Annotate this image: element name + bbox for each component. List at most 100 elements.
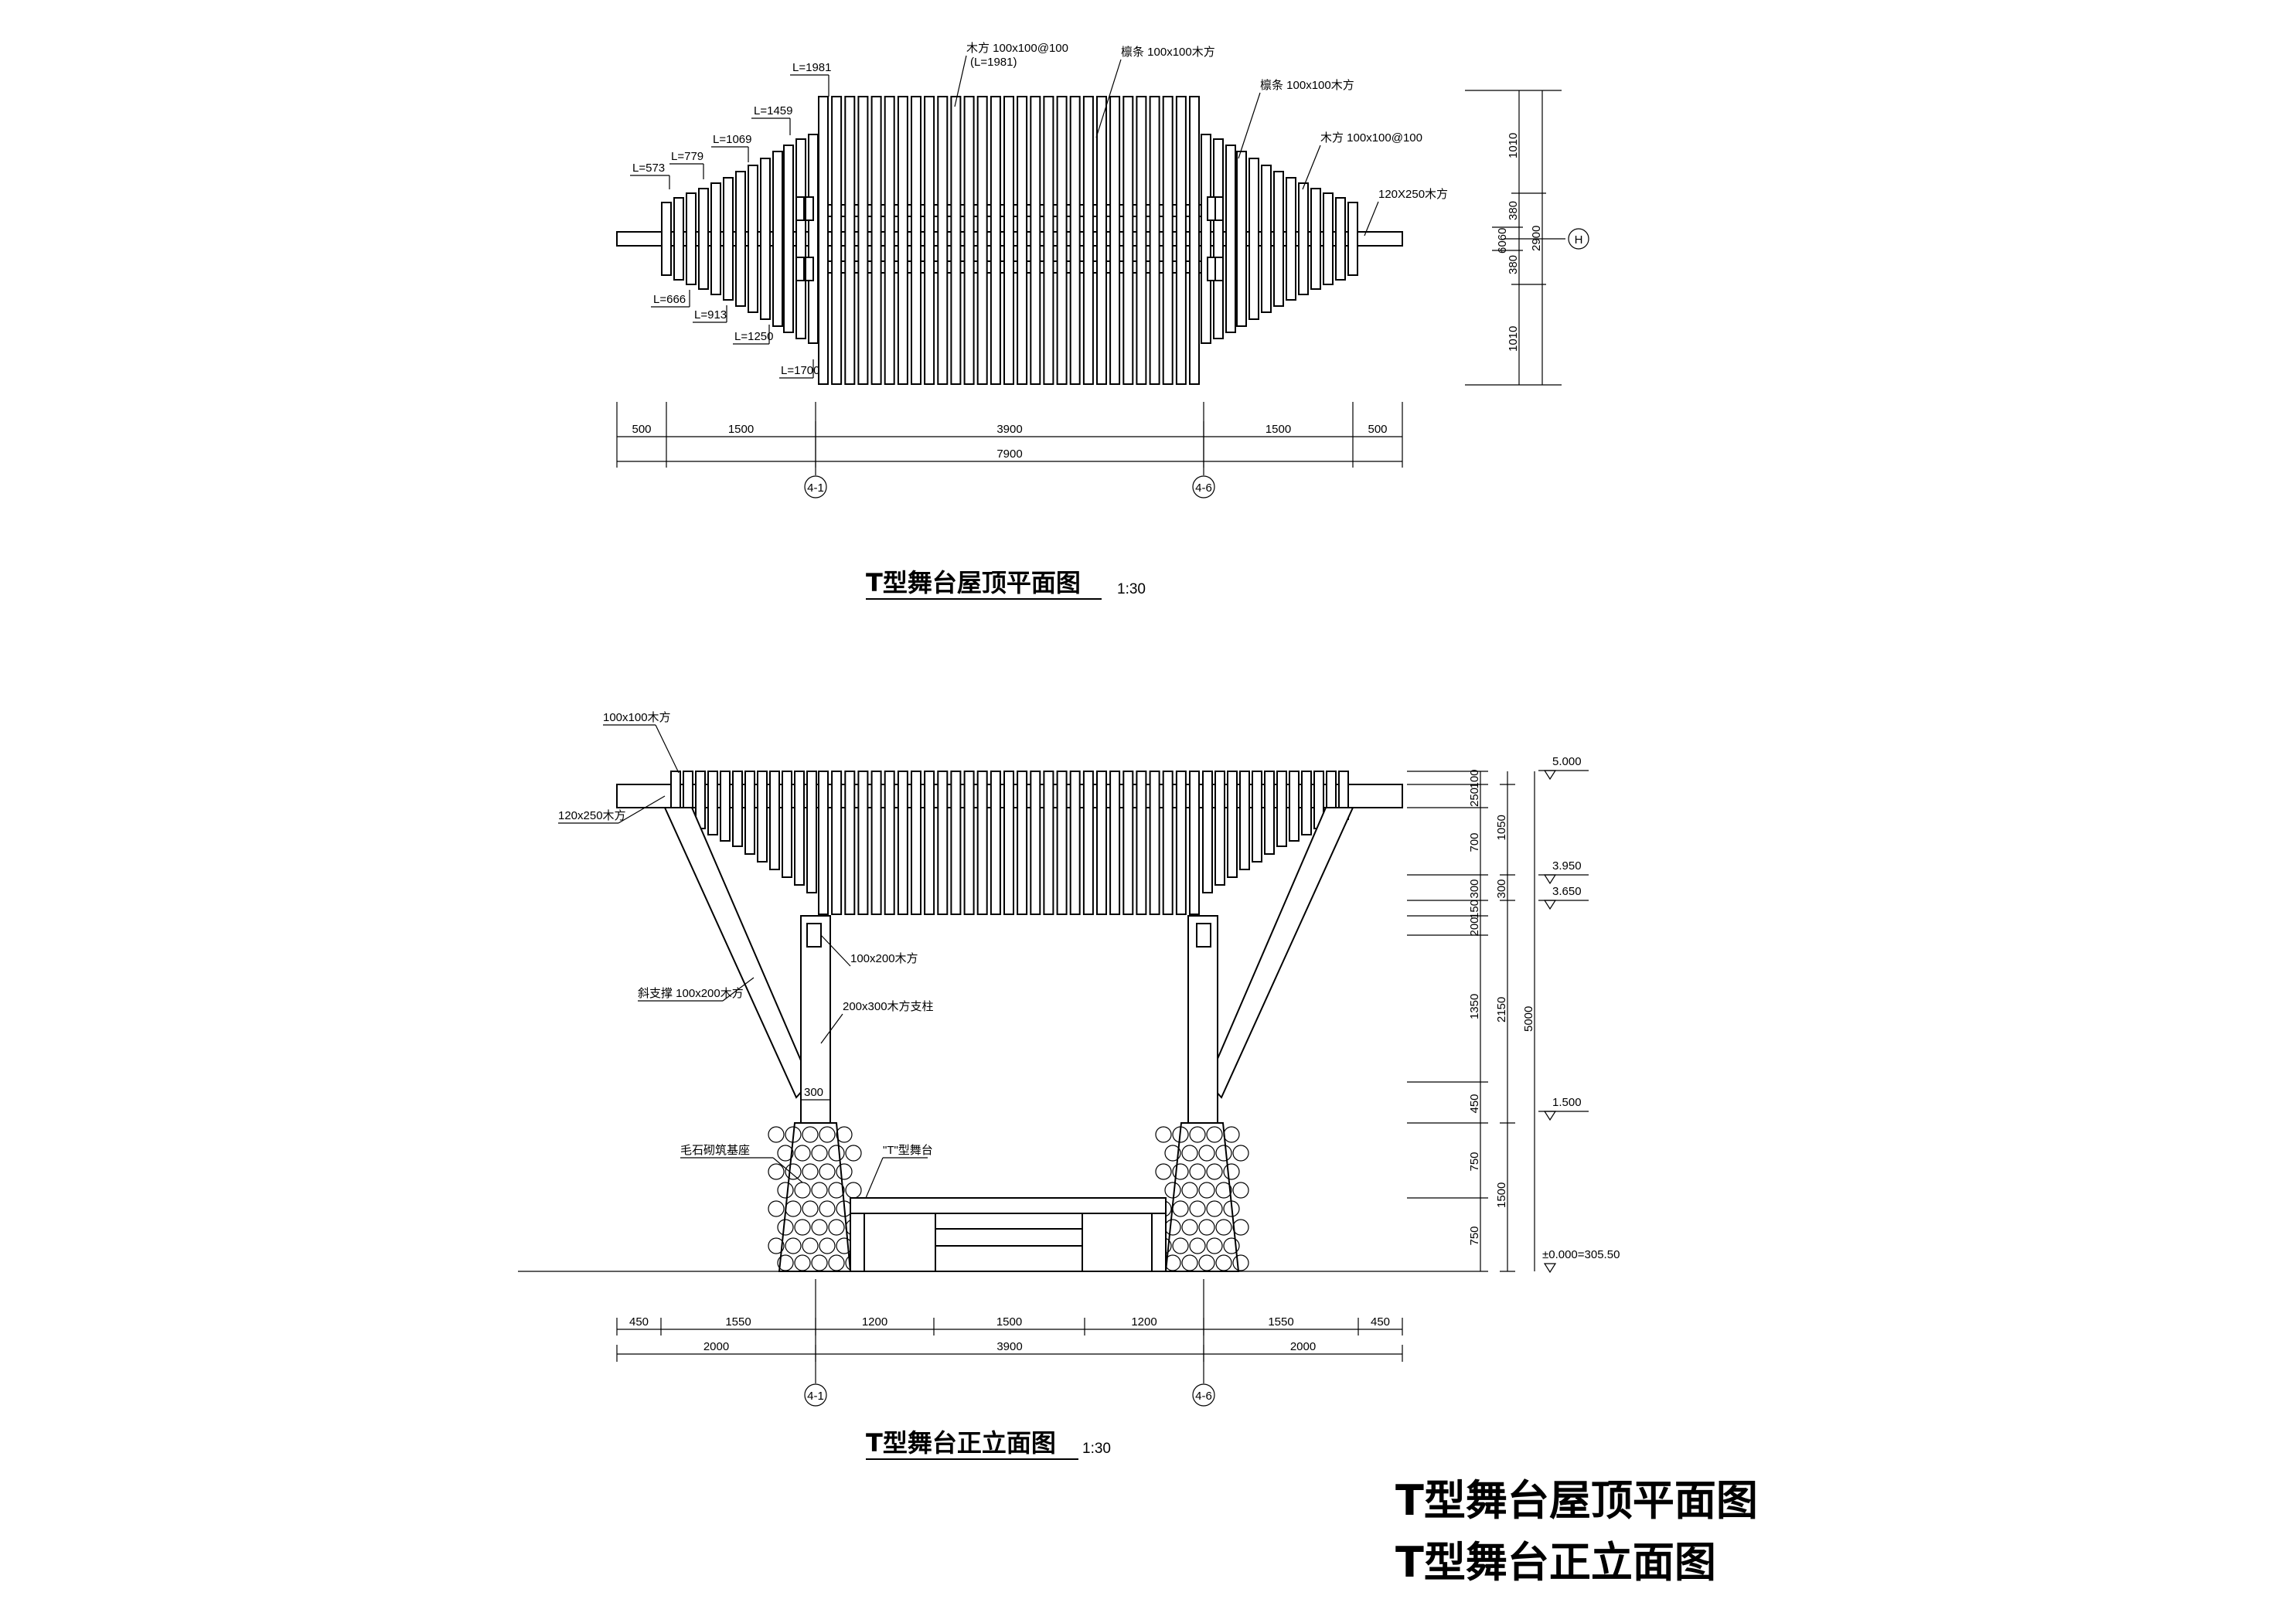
stone [819,1200,836,1217]
plan-rafter-stepped [661,202,672,276]
elev-rafter [1109,771,1121,915]
plan-annotations: 木方 100x100@100 (L=1981) 檩条 100x100木方 檩条 … [954,42,1448,236]
right-beam-end [1196,923,1211,948]
plan-purlin-block [1207,196,1216,221]
stone [828,1219,845,1236]
plan-rafter-stepped [1335,197,1346,281]
elev-rafter [1056,771,1068,915]
label-L779: L=779 [671,150,703,163]
elev-annotations: 100x100木方 120x250木方 100x200木方 斜支撑 100x20… [558,711,934,1199]
front-elevation: 100x100木方 120x250木方 100x200木方 斜支撑 100x20… [518,711,1620,1460]
elev-rafter [1082,771,1094,915]
level-3650: 3.650 [1552,885,1582,898]
stone [828,1182,845,1199]
elev-rafter [1136,771,1147,915]
elev-dim-h1: 1550 [1268,1315,1293,1329]
plan-dim-h: 1500 [728,423,754,436]
elev-dim-v1: 250 [1468,788,1481,807]
elev-rafter-stepped [806,771,817,893]
plan-rafter [963,96,975,385]
plan-rafter [1056,96,1068,385]
plan-rafter [818,96,829,385]
plan-rafter [897,96,908,385]
plan-rafter [1122,96,1134,385]
stone [1215,1145,1232,1162]
plan-title: T型舞台屋顶平面图 [866,568,1081,597]
stone [836,1126,853,1143]
left-beam-end [806,923,822,948]
stone [819,1126,836,1143]
elev-rafter-stepped [1239,771,1250,870]
label-L666: L=666 [653,293,686,306]
elev-dim-v1: 200 [1468,917,1481,936]
stone [1223,1163,1240,1180]
stone [802,1126,819,1143]
elev-rafter [924,771,935,915]
stone [1223,1126,1240,1143]
elev-dim-v2: 300 [1495,879,1508,898]
stone [1155,1163,1172,1180]
stone [1198,1254,1215,1271]
plan-scale: 1:30 [1117,581,1146,597]
plan-rafters [818,96,1200,385]
stone [811,1145,828,1162]
plan-purlin-block [1207,257,1216,281]
stone [1164,1182,1181,1199]
elev-rafter-stepped [1227,771,1238,878]
plan-rafter-stepped [1213,138,1224,339]
elev-rafter [937,771,949,915]
elev-title: T型舞台正立面图 [866,1428,1056,1458]
stone [1198,1145,1215,1162]
plan-rafter-stepped [723,177,734,301]
elev-rafter [1149,771,1160,915]
plan-axis-bubbles: 4-1 4-6 [804,421,1215,498]
plan-rafter-stepped [1310,188,1321,290]
plan-rafter-stepped [795,138,806,339]
elev-rafter [1096,771,1107,915]
stone [768,1237,785,1254]
stone [1232,1182,1249,1199]
label-L1981: L=1981 [792,61,831,74]
elev-rafter [1189,771,1200,915]
elev-dim-v1: 100 [1468,769,1481,788]
stone [845,1145,862,1162]
plan-rafter-stepped [772,151,783,327]
label-column: 200x300木方支柱 [843,1000,934,1013]
plan-rafter-stepped [748,165,758,313]
elev-rafter-stepped [732,771,743,847]
plan-rafter-stepped [783,145,794,333]
elev-dim-v1: 750 [1468,1226,1481,1245]
elev-rafter [1003,771,1014,915]
elev-rafter [911,771,921,915]
elev-dim-h1: 450 [629,1315,649,1329]
elev-dim-v1: 700 [1468,832,1481,852]
plan-axis-4-6: 4-6 [1195,481,1212,495]
plan-rafter [937,96,949,385]
plan-rafter-stepped [1201,134,1211,344]
plan-rafter [1136,96,1147,385]
label-purlin-1: 檩条 100x100木方 [1121,45,1215,59]
plan-rafter-stepped [735,171,746,307]
plan-rafter-stepped [808,134,819,344]
plan-rafter [1030,96,1041,385]
plan-rafter [1003,96,1014,385]
elev-dim-h2: 2000 [703,1340,729,1353]
level-zero: ±0.000=305.50 [1542,1248,1620,1261]
label-beam-right: 120X250木方 [1378,188,1448,201]
dim-v-3: 380 [1507,255,1520,274]
stone [1189,1163,1206,1180]
plan-rafter-stepped [1236,151,1247,327]
plan-rafter [1175,96,1187,385]
stone [1155,1126,1172,1143]
plan-rafter-stepped [710,182,721,295]
plan-rafter [1162,96,1174,385]
stone [777,1182,794,1199]
elev-dim-h1: 1500 [996,1315,1022,1329]
stone [828,1254,845,1271]
elev-dim-v2: 2150 [1495,997,1508,1022]
elev-rafter-stepped [744,771,755,855]
dim-v-2: 380 [1507,201,1520,220]
plan-length-labels: L=1981 L=1459 L=1069 L=779 L=573 L=666 L… [630,61,831,379]
label-mufang-right: 木方 100x100@100 [1320,131,1422,145]
stone [1215,1182,1232,1199]
